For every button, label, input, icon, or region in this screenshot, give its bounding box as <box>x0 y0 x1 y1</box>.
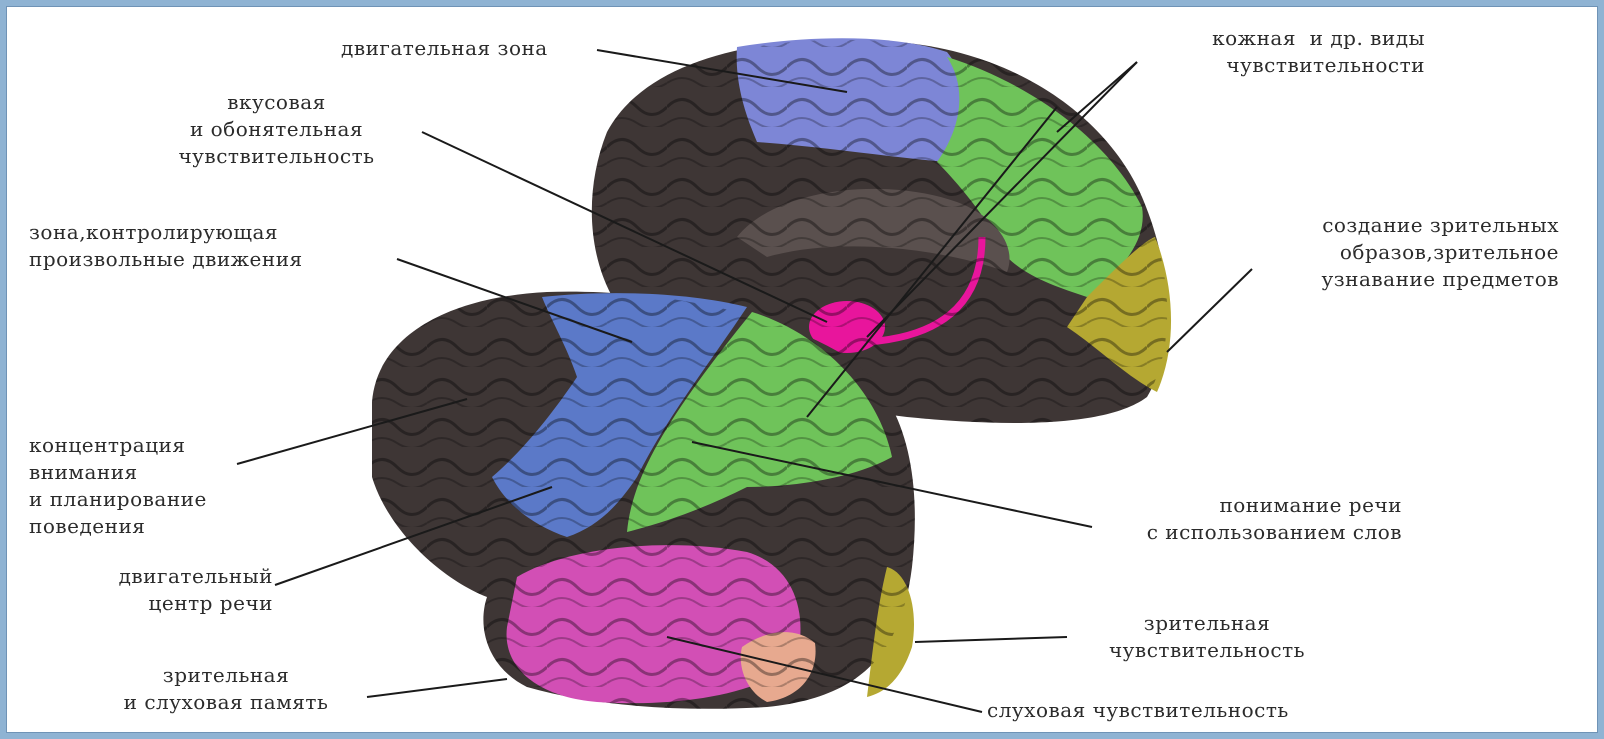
label-skin-sensitivity: кожная и др. виды чувствительности <box>1212 25 1425 79</box>
label-attention-planning: концентрация внимания и планирование пов… <box>29 432 207 540</box>
label-motor-speech: двигательный центр речи <box>119 563 273 617</box>
label-speech-understanding: понимание речи с использованием слов <box>1147 492 1402 546</box>
label-taste-smell: вкусовая и обонятельная чувствительность <box>149 89 404 170</box>
label-memory: зрительная и слуховая память <box>93 662 359 716</box>
diagram-frame: двигательная зона кожная и др. виды чувс… <box>6 6 1598 733</box>
label-voluntary-movement: зона,контролирующая произвольные движени… <box>29 219 303 273</box>
label-visual-sensitivity: зрительная чувствительность <box>1072 610 1342 664</box>
label-auditory-sensitivity: слуховая чувствительность <box>987 697 1289 724</box>
label-motor-zone: двигательная зона <box>341 35 548 62</box>
leader-line <box>367 679 507 697</box>
leader-line <box>915 637 1067 642</box>
lateral-hemisphere <box>372 292 915 709</box>
leader-line <box>1057 62 1137 132</box>
label-visual-images: создание зрительных образов,зрительное у… <box>1321 212 1559 293</box>
leader-line <box>1167 269 1252 352</box>
